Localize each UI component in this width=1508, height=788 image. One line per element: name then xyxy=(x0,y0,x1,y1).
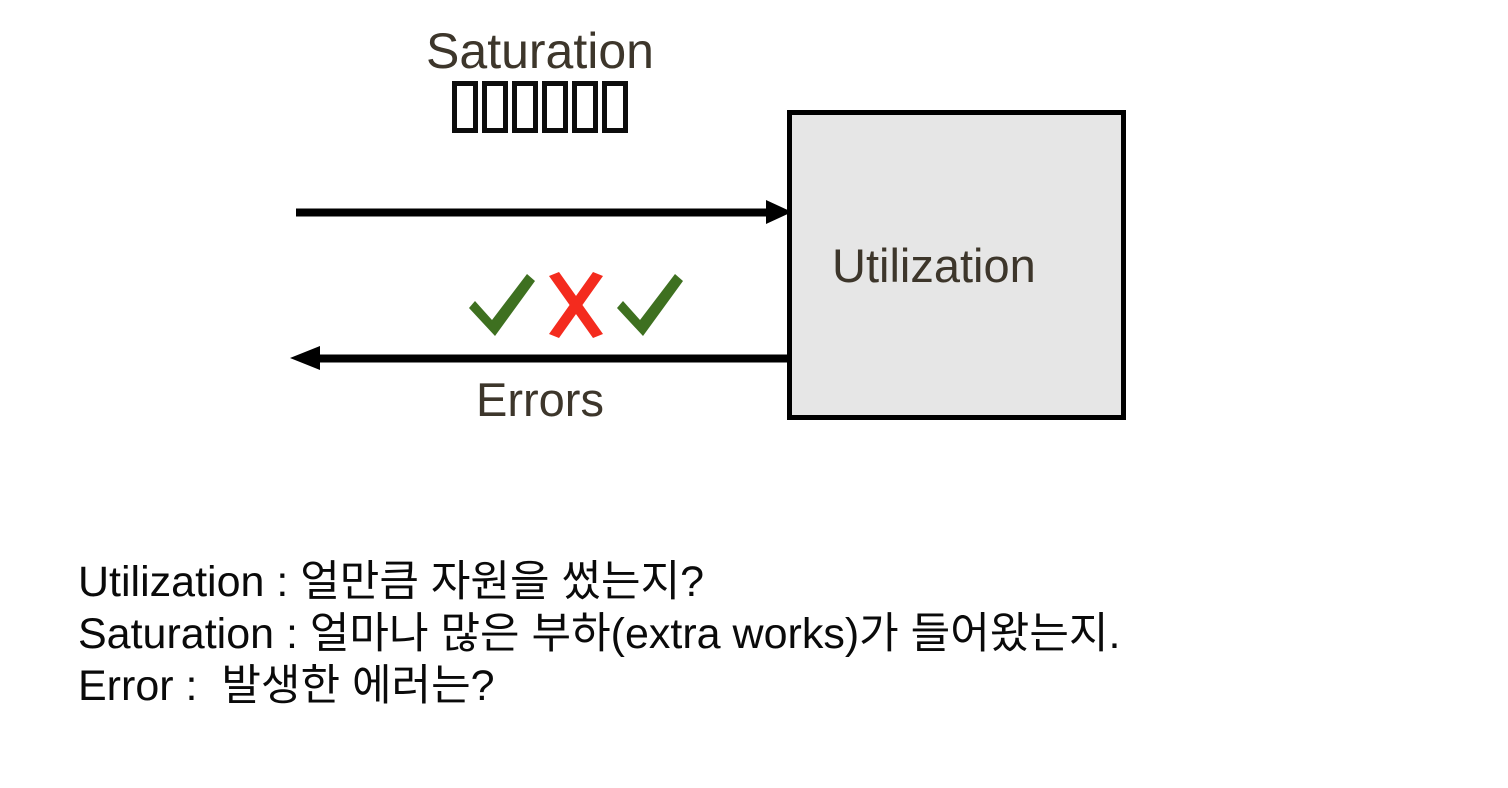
errors-label: Errors xyxy=(476,373,604,426)
caption-line-error: Error : 발생한 에러는? xyxy=(78,662,495,710)
missing-glyph-box xyxy=(482,81,508,133)
missing-glyph-box xyxy=(452,81,478,133)
utilization-box: Utilization xyxy=(787,110,1126,420)
check-icon xyxy=(465,272,537,340)
missing-glyph-box xyxy=(542,81,568,133)
missing-glyph-box xyxy=(602,81,628,133)
saturation-label-group: Saturation xyxy=(300,26,780,133)
saturation-sublabel-tofu xyxy=(300,81,780,133)
saturation-label: Saturation xyxy=(426,23,654,79)
missing-glyph-box xyxy=(512,81,538,133)
missing-glyph-box xyxy=(572,81,598,133)
caption-line-saturation: Saturation : 얼마나 많은 부하(extra works)가 들어왔… xyxy=(78,610,1121,658)
utilization-box-label: Utilization xyxy=(832,238,1036,292)
errors-arrow-left-icon xyxy=(290,345,792,371)
use-method-diagram: Saturation xyxy=(290,26,1126,426)
cross-icon xyxy=(545,272,607,340)
status-marks-row xyxy=(465,272,695,340)
caption-line-utilization: Utilization : 얼만큼 자원을 썼는지? xyxy=(78,558,705,606)
check-icon xyxy=(613,272,685,340)
saturation-arrow-right-icon xyxy=(296,199,792,225)
caption-block: Utilization : 얼만큼 자원을 썼는지? Saturation : … xyxy=(78,556,1458,712)
